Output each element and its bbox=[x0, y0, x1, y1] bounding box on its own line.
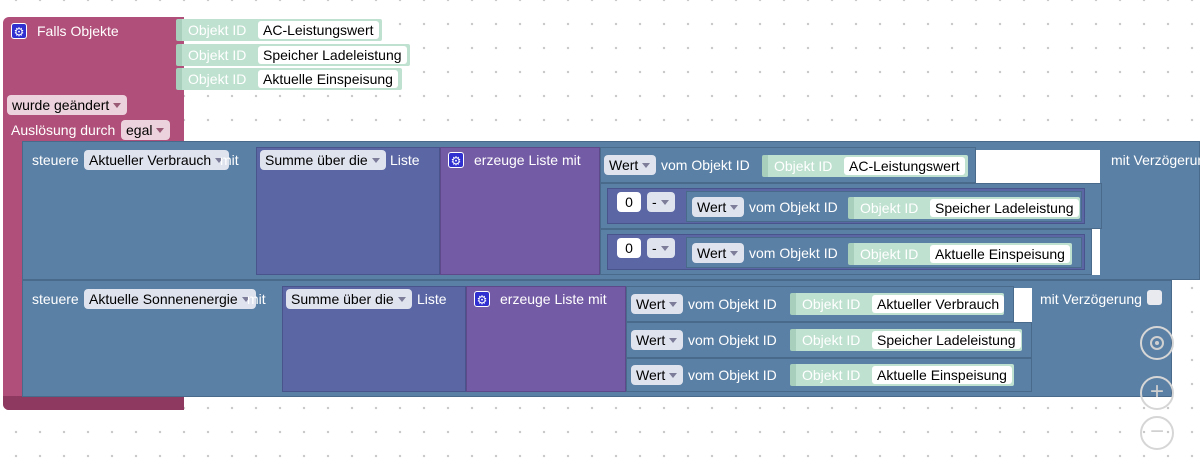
value-dropdown[interactable]: Wert bbox=[692, 197, 745, 217]
event-block-bottom bbox=[3, 396, 184, 410]
steuere-label: steuere bbox=[32, 291, 79, 307]
sum-dropdown[interactable]: Summe über die bbox=[260, 150, 386, 170]
object-id-label: Objekt ID bbox=[860, 246, 919, 262]
list-label: Liste bbox=[417, 291, 447, 307]
delay-label: mit Verzögerung bbox=[1040, 291, 1142, 307]
create-list-block-2[interactable] bbox=[466, 286, 626, 392]
list-gear-icon[interactable]: ⚙ bbox=[474, 291, 490, 307]
row-object[interactable]: Objekt ID Aktuelle Einspeisung bbox=[790, 364, 1014, 386]
object-id-value[interactable]: Speicher Ladeleistung bbox=[930, 199, 1079, 217]
trigger-dropdown[interactable]: egal bbox=[121, 120, 171, 140]
row-object[interactable]: Objekt ID AC-Leistungswert bbox=[762, 155, 968, 177]
object-id-value[interactable]: AC-Leistungswert bbox=[258, 21, 379, 39]
object-id-label: Objekt ID bbox=[774, 158, 833, 174]
delay-label: mit Verzögerung bbox=[1111, 152, 1200, 168]
list-label: Liste bbox=[390, 152, 420, 168]
from-object-label: vom Objekt ID bbox=[688, 332, 777, 348]
event-object-3[interactable]: Objekt ID Aktuelle Einspeisung bbox=[176, 68, 402, 90]
row-object[interactable]: Objekt ID Aktueller Verbrauch bbox=[790, 293, 1005, 315]
from-object-label: vom Objekt ID bbox=[749, 199, 838, 215]
trigger-label: Auslösung durch bbox=[11, 122, 116, 138]
value-dropdown[interactable]: Wert bbox=[631, 365, 684, 385]
object-id-value[interactable]: Aktuelle Einspeisung bbox=[258, 70, 398, 88]
value-dropdown[interactable]: Wert bbox=[631, 330, 684, 350]
zoom-in-button[interactable]: + bbox=[1140, 376, 1174, 410]
object-id-value[interactable]: Aktuelle Einspeisung bbox=[872, 366, 1012, 384]
object-id-label: Objekt ID bbox=[188, 71, 247, 87]
mit-label: mit bbox=[247, 291, 266, 307]
event-title: Falls Objekte bbox=[37, 23, 119, 39]
object-id-label: Objekt ID bbox=[802, 367, 861, 383]
condition-dropdown[interactable]: wurde geändert bbox=[7, 95, 128, 115]
object-id-label: Objekt ID bbox=[188, 22, 247, 38]
from-object-label: vom Objekt ID bbox=[688, 296, 777, 312]
value-dropdown[interactable]: Wert bbox=[604, 155, 657, 175]
object-id-label: Objekt ID bbox=[860, 200, 919, 216]
object-id-value[interactable]: AC-Leistungswert bbox=[844, 157, 965, 175]
settings-gear-icon[interactable]: ⚙ bbox=[11, 23, 27, 39]
from-object-label: vom Objekt ID bbox=[749, 245, 838, 261]
number-input[interactable]: 0 bbox=[617, 192, 641, 212]
create-list-label: erzeuge Liste mit bbox=[500, 291, 607, 307]
event-object-1[interactable]: Objekt ID AC-Leistungswert bbox=[176, 19, 382, 41]
zoom-out-button[interactable]: − bbox=[1140, 416, 1174, 450]
object-id-value[interactable]: Speicher Ladeleistung bbox=[258, 46, 407, 64]
object-id-label: Objekt ID bbox=[802, 296, 861, 312]
create-list-label: erzeuge Liste mit bbox=[474, 152, 581, 168]
value-dropdown[interactable]: Wert bbox=[692, 243, 745, 263]
delay-checkbox[interactable] bbox=[1147, 290, 1162, 305]
from-object-label: vom Objekt ID bbox=[688, 367, 777, 383]
plus-icon: + bbox=[1149, 378, 1164, 405]
operator-dropdown[interactable]: - bbox=[647, 192, 675, 212]
steuere-label: steuere bbox=[32, 152, 79, 168]
minus-icon: − bbox=[1149, 418, 1164, 445]
object-id-value[interactable]: Aktuelle Einspeisung bbox=[930, 245, 1070, 263]
row-object[interactable]: Objekt ID Aktuelle Einspeisung bbox=[848, 243, 1072, 265]
recenter-icon[interactable] bbox=[1140, 326, 1174, 360]
control-block-1-gap-2 bbox=[1092, 183, 1100, 275]
create-list-block-1[interactable] bbox=[440, 147, 600, 275]
number-input[interactable]: 0 bbox=[617, 238, 641, 258]
object-id-value[interactable]: Aktueller Verbrauch bbox=[872, 295, 1005, 313]
object-id-label: Objekt ID bbox=[802, 332, 861, 348]
target-dropdown[interactable]: Aktuelle Sonnenenergie bbox=[84, 289, 256, 309]
object-id-label: Objekt ID bbox=[188, 47, 247, 63]
value-dropdown[interactable]: Wert bbox=[631, 294, 684, 314]
control-block-2-gap bbox=[1014, 288, 1032, 322]
operator-dropdown[interactable]: - bbox=[647, 238, 675, 258]
event-object-2[interactable]: Objekt ID Speicher Ladeleistung bbox=[176, 44, 410, 66]
mit-label: mit bbox=[220, 152, 239, 168]
row-object[interactable]: Objekt ID Speicher Ladeleistung bbox=[790, 329, 1022, 351]
list-gear-icon[interactable]: ⚙ bbox=[448, 152, 464, 168]
sum-dropdown[interactable]: Summe über die bbox=[286, 289, 412, 309]
control-block-1-gap bbox=[976, 150, 1100, 183]
target-dropdown[interactable]: Aktueller Verbrauch bbox=[84, 150, 230, 170]
row-object[interactable]: Objekt ID Speicher Ladeleistung bbox=[848, 197, 1080, 219]
crosshair-icon bbox=[1150, 336, 1164, 350]
object-id-value[interactable]: Speicher Ladeleistung bbox=[872, 331, 1021, 349]
from-object-label: vom Objekt ID bbox=[661, 157, 750, 173]
